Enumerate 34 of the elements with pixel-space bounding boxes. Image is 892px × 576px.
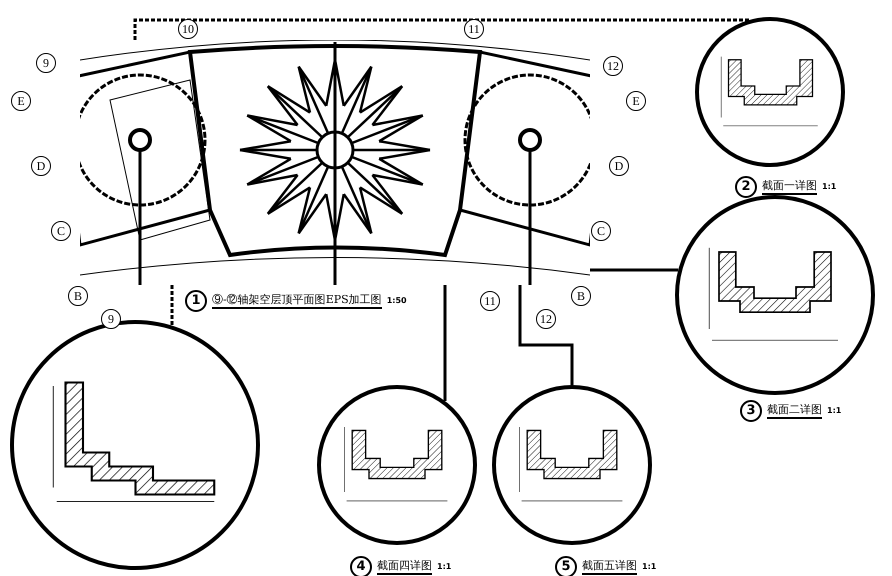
scale-label: 1:1 — [437, 562, 452, 571]
axis-bubble: 12 — [536, 309, 556, 329]
axis-bubble: B — [68, 286, 88, 306]
axis-bubble: E — [11, 91, 31, 111]
connector-line — [518, 285, 574, 385]
callout-number: 1 — [185, 290, 207, 312]
connector-line — [590, 268, 678, 272]
scale-label: 1:50 — [386, 296, 407, 305]
scale-label: 1:1 — [642, 562, 656, 571]
axis-bubble: 11 — [480, 291, 500, 311]
detail-title: 截面四详图 — [377, 558, 432, 575]
axis-bubble: 9 — [101, 309, 121, 329]
detail-title: 截面二详图 — [767, 402, 822, 419]
axis-bubble: 11 — [464, 19, 484, 39]
axis-bubble: C — [591, 221, 611, 241]
connector-line — [134, 18, 749, 40]
axis-bubble: B — [571, 286, 591, 306]
axis-bubble: 9 — [36, 53, 56, 73]
axis-bubble: E — [626, 91, 646, 111]
axis-bubble: 12 — [603, 56, 623, 76]
axis-bubble: D — [609, 156, 629, 176]
axis-bubble: 10 — [178, 19, 198, 39]
axis-bubble: C — [51, 221, 71, 241]
connector-line — [170, 285, 174, 326]
detail-title: 截面五详图 — [582, 558, 637, 575]
detail-title: ⑨-⑫轴架空层顶平面图EPS加工图 — [212, 292, 382, 309]
scale-label: 1:1 — [822, 182, 836, 191]
scale-label: 1:1 — [827, 406, 842, 415]
connector-line — [444, 285, 446, 401]
callout-number: 4 — [350, 556, 372, 576]
floor-plan-drawing — [80, 40, 590, 285]
axis-bubble: D — [31, 156, 51, 176]
callout-number: 5 — [555, 556, 577, 576]
callout-number: 3 — [740, 400, 762, 422]
